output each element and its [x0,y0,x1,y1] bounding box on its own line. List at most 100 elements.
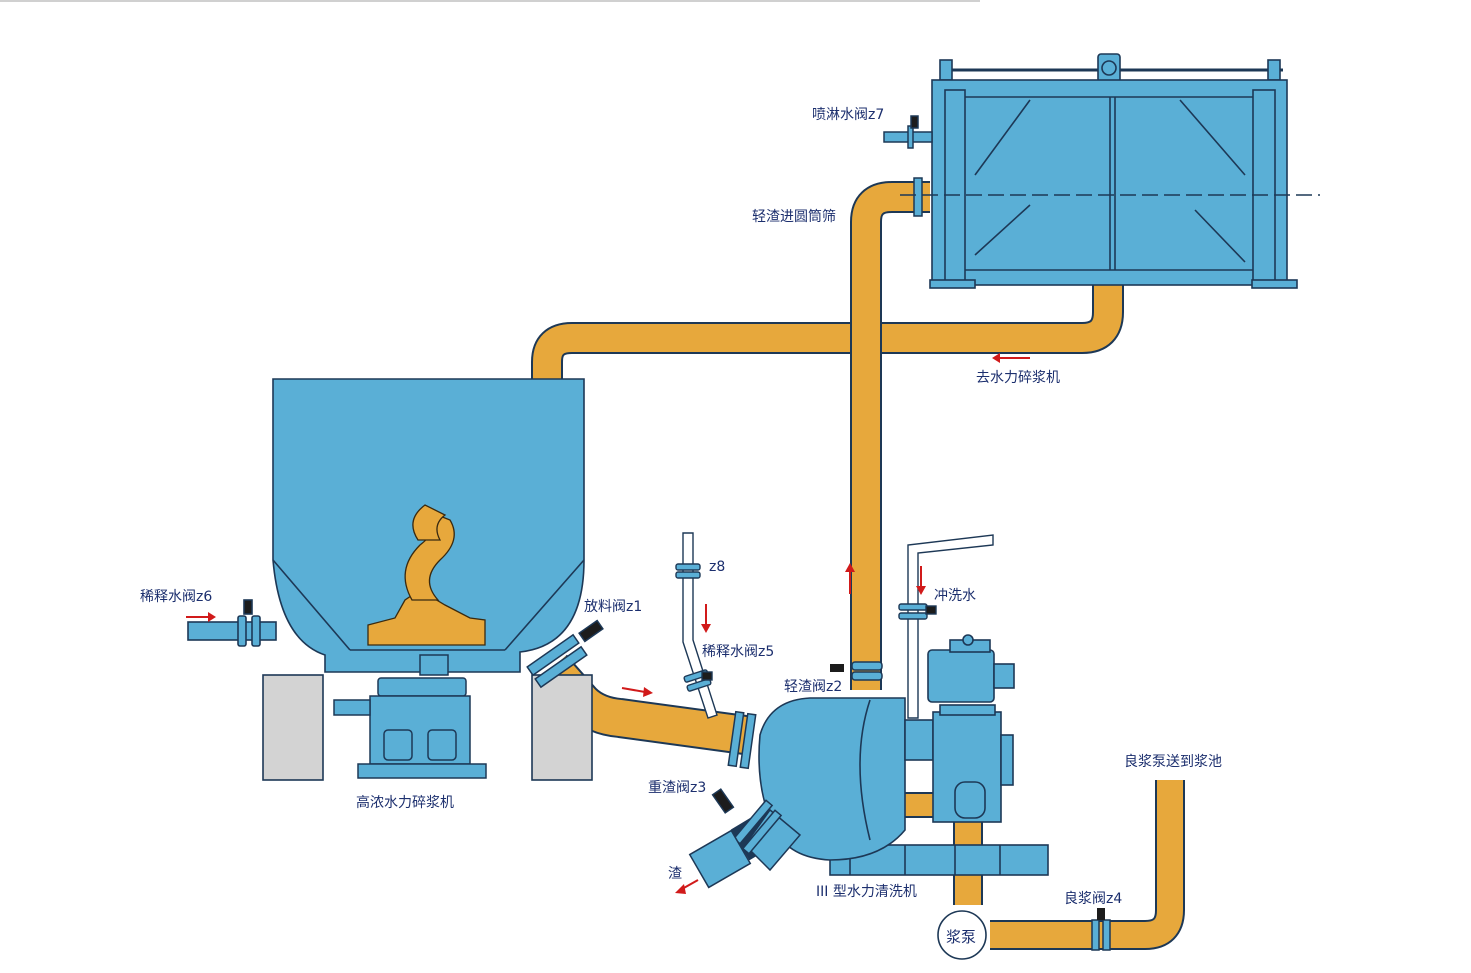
cleaner-drive-cap [939,704,996,716]
rotor-spiral-upper [412,504,447,541]
arrow-dilution-in [186,612,216,622]
discharge-valve-flange-b [534,645,588,689]
label-discharge-valve: 放料阀z1 [584,599,643,615]
z5-handle [701,671,713,681]
spray-water-inlet [883,115,933,149]
arrow-light-residue-up [845,563,855,594]
pulper-drive [333,654,487,779]
heavy-residue-valve-z3 [688,788,802,889]
flow-arrows [186,353,1030,894]
label-light-residue-screen: 轻渣进圆筒筛 [752,209,836,225]
flush-valve-flange-b [898,612,928,620]
cleaner-motor-eye [962,634,974,646]
light-residue-flange-bottom [851,671,883,681]
light-residue-flange-top [851,661,883,671]
cleaner-drive-flange [1000,734,1014,786]
arrow-to-pulper [992,353,1030,363]
arrow-flush-down [916,566,926,595]
dilution-line-z5 [675,532,718,719]
return-pipe [533,278,1122,380]
spray-valve-handle [910,115,919,129]
z3-handle [711,788,735,814]
arrow-residue-out [675,879,699,894]
label-dilution-valve-z6: 稀释水阀z6 [140,589,213,605]
drive-coupling [419,654,449,676]
drive-motor-shaft [333,699,371,716]
drive-base [357,763,487,779]
screen-right-bracket [1267,59,1281,81]
z2-handle [830,664,844,672]
label-stock-pump: 浆泵 [946,928,977,946]
label-cleaner: III 型水力清洗机 [816,884,917,900]
screen-brace-3 [1179,99,1246,176]
arrow-discharge-flow [621,687,653,697]
drive-gearbox-top [377,677,467,697]
flush-water-line [898,534,994,719]
label-z8: z8 [709,559,726,575]
good-stock-valve-flange-a [1091,919,1100,951]
label-good-stock-valve: 良浆阀z4 [1064,891,1123,907]
pump-volute [954,781,986,819]
screen-foot-right [1251,279,1298,289]
z8-flange-b [675,571,701,579]
dilution-valve-handle [243,599,253,615]
light-residue-pipe [852,183,930,690]
z5-flange-b [686,678,712,692]
label-dilution-valve-z5: 稀释水阀z5 [702,644,775,660]
cleaner-machine [758,634,1049,876]
label-flush-water: 冲洗水 [934,588,976,604]
residue-outlet [688,829,752,889]
pulper-support-left [262,674,324,781]
z8-flange-a [675,563,701,571]
dilution-pipe-z6 [187,621,277,641]
screen-foot-left [929,279,976,289]
z4-handle [1097,908,1105,920]
label-residue: 渣 [668,866,682,882]
label-to-pulper: 去水力碎浆机 [976,370,1060,386]
drum-screen [900,53,1320,289]
cleaner-bearing [904,719,934,761]
screen-inlet-flange [913,177,923,217]
pulper-cone-line-left [272,559,351,651]
flush-valve-handle [925,605,937,615]
screen-brace-4 [1194,209,1246,263]
cleaner-housing-seam [859,699,871,841]
cleaner-motor [927,649,995,703]
pulper-cone-line-right [504,559,585,651]
drive-window-left [383,729,413,761]
flush-water-pipe [907,534,994,719]
arrow-z8-down [701,604,711,633]
screen-right-frame [1252,89,1276,286]
screen-brace-1 [974,99,1031,176]
discharge-flange-a [727,710,745,768]
screen-drive-wheel [1101,60,1117,76]
screen-brace-2 [974,204,1031,256]
dilution-line-pipe [682,532,718,719]
screen-left-bracket [939,59,953,81]
stock-pump [937,910,987,960]
discharge-flange-b [739,712,757,770]
flush-valve-flange-a [898,603,928,611]
z3-flange-b [741,809,783,855]
discharge-valve-handle [578,619,604,643]
pipe-flanges [727,177,1111,951]
label-hc-pulper: 高浓水力碎浆机 [356,795,454,811]
dilution-valve-flange-a [237,615,247,647]
label-spray-valve: 喷淋水阀z7 [812,107,885,123]
label-good-stock-pump-to-tank: 良浆泵送到浆池 [1124,754,1222,770]
good-stock-valve-flange-b [1102,919,1111,951]
rotor-base [367,589,486,646]
drive-window-right [427,729,457,761]
pulper-rotor [367,504,486,646]
heavy-residue-chute-body [744,808,802,872]
label-heavy-residue-valve: 重渣阀z3 [648,780,707,796]
screen-left-frame [944,89,966,286]
good-stock-pipe [990,780,1183,948]
cleaner-motor-fan [993,663,1015,689]
pulper-support-right [531,674,593,781]
discharge-valve-flange-a [526,633,580,677]
stock-pump-casing [937,910,987,960]
label-light-residue-valve: 轻渣阀z2 [784,679,843,695]
spray-valve-flange [907,125,914,149]
